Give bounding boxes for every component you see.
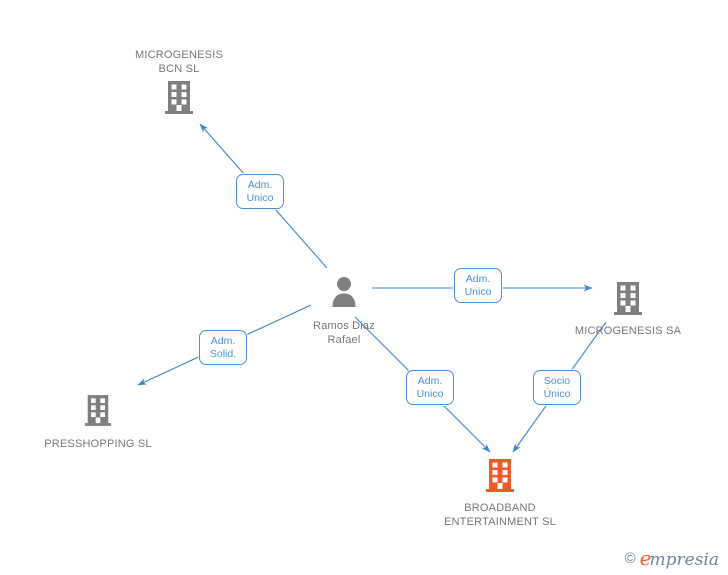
- node-microgenesis-bcn[interactable]: MICROGENESIS BCN SL: [89, 48, 269, 119]
- node-microgenesis-sa[interactable]: MICROGENESIS SA: [538, 280, 718, 338]
- building-icon: [89, 79, 269, 119]
- node-label: Ramos Diaz Rafael: [313, 320, 375, 346]
- building-icon: [538, 280, 718, 320]
- node-broadband-entertainment-sl[interactable]: BROADBAND ENTERTAINMENT SL: [410, 457, 590, 529]
- node-label: PRESSHOPPING SL: [44, 438, 152, 450]
- edge-label-adm-unico-microgenesis-sa[interactable]: Adm. Unico: [454, 268, 502, 303]
- copyright-symbol: ©: [624, 550, 636, 567]
- edge-label-adm-solid-presshopping[interactable]: Adm. Solid.: [199, 330, 247, 365]
- node-presshopping-sl[interactable]: PRESSHOPPING SL: [8, 393, 188, 451]
- watermark: © e mpresia: [625, 548, 719, 569]
- edge-label-adm-unico-microgenesis-bcn[interactable]: Adm. Unico: [236, 174, 284, 209]
- node-label: MICROGENESIS BCN SL: [135, 49, 223, 75]
- building-icon: [8, 393, 188, 433]
- brand-name: mpresia: [649, 550, 720, 570]
- edge-label-socio-unico-broadband[interactable]: Socio Único: [533, 370, 581, 405]
- node-label: MICROGENESIS SA: [574, 325, 682, 337]
- edge-label-adm-unico-broadband[interactable]: Adm. Unico: [406, 370, 454, 405]
- brand-initial: e: [639, 546, 652, 570]
- node-ramos-diaz-rafael[interactable]: Ramos Diaz Rafael: [254, 275, 434, 347]
- person-icon: [254, 275, 434, 315]
- building-icon: [410, 457, 590, 497]
- node-label: BROADBAND ENTERTAINMENT SL: [444, 502, 556, 528]
